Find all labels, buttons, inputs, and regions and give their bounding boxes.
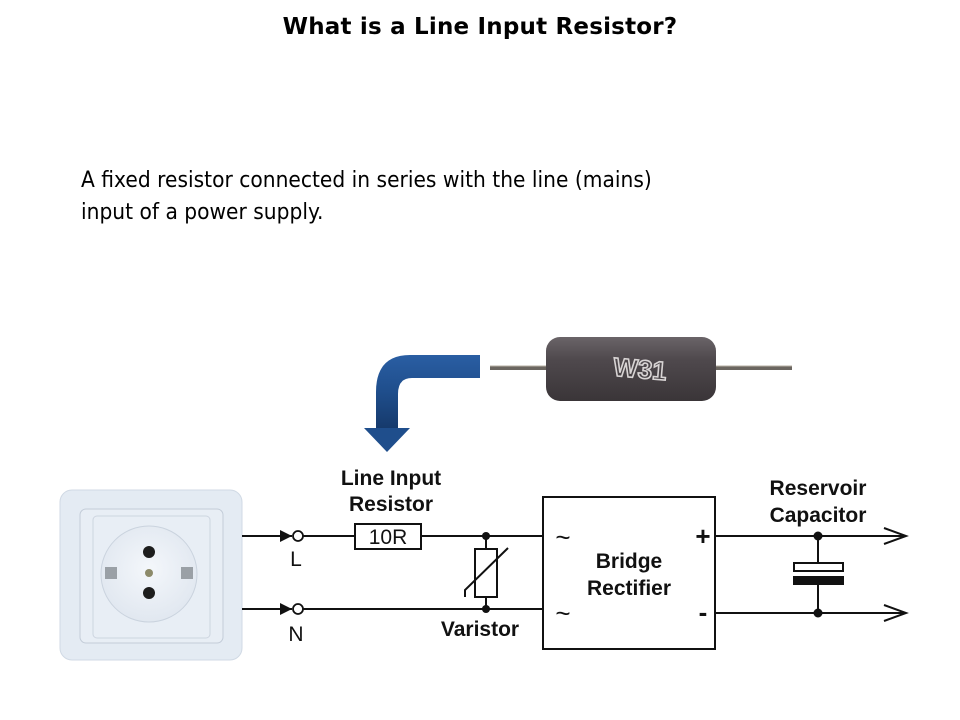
slide-title: What is a Line Input Resistor? bbox=[282, 14, 678, 40]
rectifier-label-1: Bridge bbox=[596, 550, 663, 573]
terminal-arrow-l-icon bbox=[280, 530, 292, 542]
minus-symbol: - bbox=[699, 597, 708, 627]
rectifier-label-2: Rectifier bbox=[587, 577, 671, 600]
body-line-1: A fixed resistor connected in series wit… bbox=[81, 168, 652, 193]
resistor-value: 10R bbox=[369, 526, 408, 549]
line-input-resistor-label-2: Resistor bbox=[349, 493, 433, 516]
output-arrow-positive-icon bbox=[883, 527, 909, 545]
varistor-symbol bbox=[464, 532, 509, 613]
output-arrow-negative-icon bbox=[883, 604, 909, 622]
ac-symbol-top: ~ bbox=[555, 522, 570, 552]
body-line-2: input of a power supply. bbox=[81, 200, 324, 225]
resistor-photo: W31 bbox=[490, 337, 792, 401]
line-input-resistor-label-1: Line Input bbox=[341, 467, 441, 490]
terminal-l bbox=[292, 530, 304, 542]
varistor-label: Varistor bbox=[441, 618, 519, 641]
resistor-marking: W31 bbox=[612, 352, 668, 387]
slide-body-text: A fixed resistor connected in series wit… bbox=[81, 165, 817, 229]
bridge-rectifier-block bbox=[542, 496, 716, 650]
socket-hole-bottom bbox=[143, 587, 155, 599]
terminal-n bbox=[292, 603, 304, 615]
socket-hole-top bbox=[143, 546, 155, 558]
terminal-arrow-n-icon bbox=[280, 603, 292, 615]
plus-symbol: + bbox=[695, 521, 710, 551]
reservoir-capacitor-symbol bbox=[793, 531, 844, 618]
capacitor-label-1: Reservoir bbox=[770, 477, 867, 500]
wall-socket-photo bbox=[59, 489, 243, 661]
terminal-n-label: N bbox=[288, 623, 303, 646]
terminal-l-label: L bbox=[290, 548, 302, 571]
ac-symbol-bottom: ~ bbox=[555, 598, 570, 628]
capacitor-label-2: Capacitor bbox=[770, 504, 867, 527]
pointer-arrow-icon bbox=[364, 355, 480, 452]
